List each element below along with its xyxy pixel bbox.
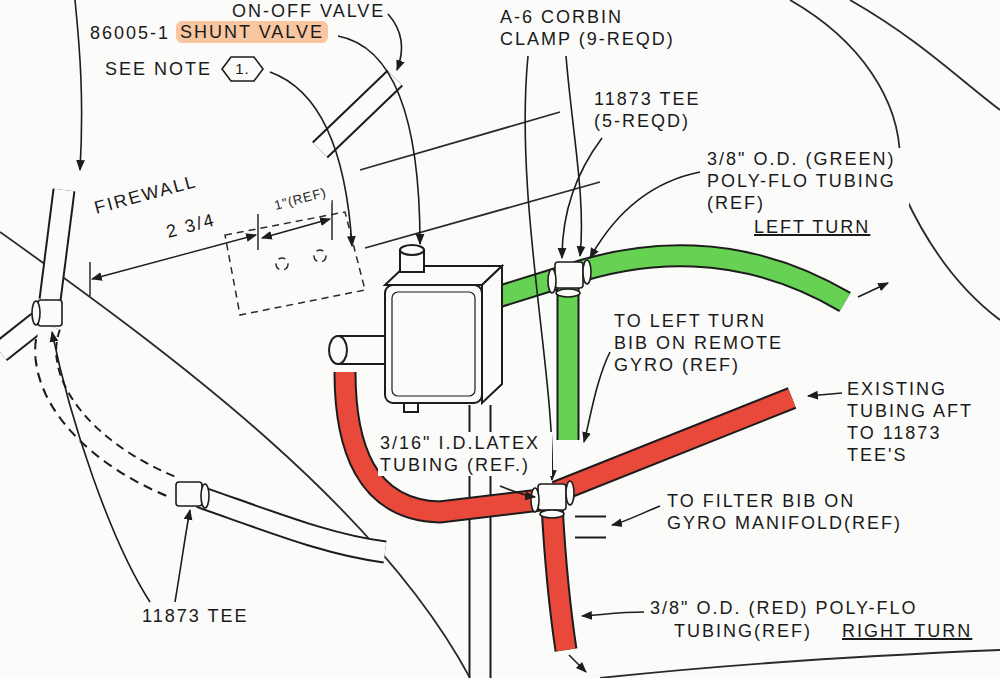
part-label: FIREWALL [90, 170, 201, 220]
tee-fitting [538, 484, 566, 510]
valve-knob-end [329, 336, 347, 364]
tube-fill [46, 326, 175, 488]
valve-body [385, 285, 482, 403]
mount-hole [276, 258, 288, 270]
leader-line [590, 172, 700, 258]
green-tube [557, 282, 580, 440]
dimension-line [262, 219, 330, 238]
leader-line [808, 393, 842, 396]
part-label: 11873 TEE [140, 605, 250, 627]
part-label: SHUNT VALVE [176, 21, 328, 43]
corbin-clamp [583, 260, 591, 284]
valve-fitting [400, 245, 424, 255]
valve-cover [392, 292, 475, 396]
green-tube-fill [488, 256, 845, 302]
flow-arrow [569, 655, 586, 672]
firewall-edge [360, 112, 560, 170]
mounting-plate [225, 212, 365, 315]
floor-line [600, 650, 1000, 678]
leader-line [566, 56, 581, 256]
part-label: RIGHT TURN [840, 620, 974, 642]
part-label: 11873 TEE (5-REQD) [592, 88, 726, 132]
part-number: 86005-1 [88, 22, 172, 44]
leader-line [582, 612, 644, 616]
valve-side [482, 266, 502, 403]
green-tube [488, 256, 845, 302]
leader-line [270, 72, 352, 246]
flow-arrow [858, 283, 888, 297]
leader-line [75, 0, 82, 170]
extension-line [331, 200, 332, 240]
tube-fill [575, 518, 606, 537]
leader-line [175, 510, 190, 602]
tube [0, 322, 38, 352]
part-label: 3/16" I.D.LATEX TUBING (REF.) [378, 432, 552, 476]
leader-line [388, 14, 401, 70]
fuselage-skin [850, 0, 1000, 110]
tube [50, 190, 64, 300]
tube-fill [200, 497, 385, 552]
extension-line [257, 214, 258, 250]
tee-fitting [176, 482, 202, 506]
callout-label: TO LEFT TURN BIB ON REMOTE GYRO (REF) [612, 310, 798, 376]
corbin-clamp [32, 301, 40, 325]
leader-line [500, 486, 535, 497]
tube [200, 497, 385, 552]
leader-line [338, 36, 420, 244]
part-label: LEFT TURN [752, 216, 872, 238]
corbin-clamp [201, 484, 209, 508]
leader-line [562, 138, 602, 258]
tee-fitting [38, 300, 62, 326]
part-label: TUBING(REF) [672, 620, 814, 642]
dimension-line [92, 235, 256, 279]
red-tube-fill [552, 505, 566, 650]
corbin-clamp [548, 269, 556, 293]
firewall-edge [365, 182, 600, 248]
note-flag: 1. [222, 57, 263, 81]
hidden-tube [46, 326, 175, 488]
tube-fill [0, 322, 38, 352]
part-label: A-6 CORBIN CLAMP (9-REQD) [498, 6, 692, 50]
corbin-clamp [531, 488, 539, 512]
note-number: 1. [235, 60, 250, 78]
corbin-clamp [556, 289, 580, 297]
valve-stud [404, 403, 418, 412]
leader-line [525, 56, 552, 480]
dimension: 2 3/4 [162, 208, 220, 243]
part-label: 3/8" O.D. (RED) POLY-FLO [648, 597, 919, 619]
part-label: ON-OFF VALVE [230, 0, 387, 22]
tube [575, 516, 606, 539]
mount-hole [314, 250, 326, 262]
callout-label: TO FILTER BIB ON GYRO MANIFOLD(REF) [665, 490, 914, 534]
corbin-clamp [540, 510, 564, 518]
extension-line [89, 262, 90, 296]
red-tube [552, 505, 566, 650]
corbin-clamp [566, 481, 574, 505]
callout-label: EXISTING TUBING AFT TO 11873 TEE'S [845, 378, 994, 466]
leader-line [612, 506, 660, 525]
green-tube-fill [559, 282, 578, 440]
tube-fill [50, 190, 64, 300]
dimension: 1"(REF) [270, 181, 331, 217]
tee-fitting [555, 262, 583, 288]
leader-line [584, 352, 610, 442]
note-flag-shape [222, 57, 263, 81]
note-reference: SEE NOTE [103, 58, 214, 80]
part-label: 3/8" O.D. (GREEN) POLY-FLO TUBING (REF) [705, 148, 909, 214]
leader-line [52, 332, 150, 602]
